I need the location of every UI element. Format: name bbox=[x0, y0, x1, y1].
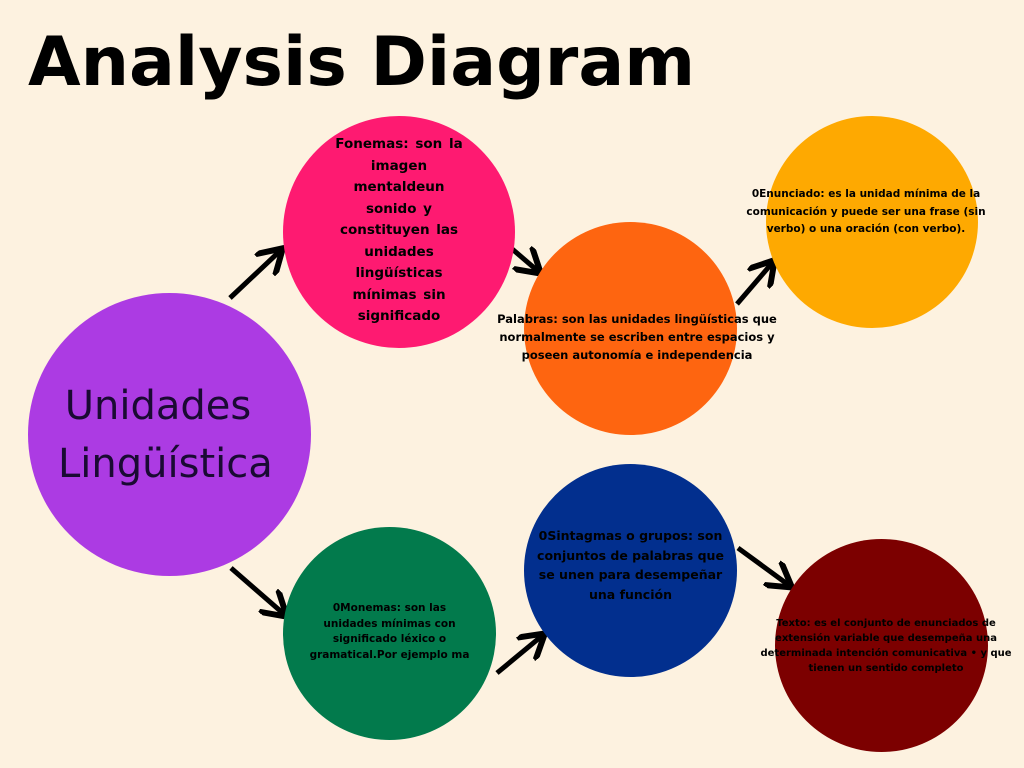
node-texto bbox=[775, 539, 988, 752]
node-label-main: Unidades Lingüística bbox=[58, 382, 273, 487]
arrow-sintagmas-to-texto bbox=[736, 545, 790, 586]
node-text-texto: Texto: es el conjunto de enunciados de e… bbox=[760, 618, 1012, 674]
node-monemas: 0Monemas: son las unidades mínimas con s… bbox=[283, 527, 496, 740]
arrow-main-to-fonemas bbox=[228, 250, 281, 300]
node-text-monemas: 0Monemas: son las unidades mínimas con s… bbox=[309, 602, 470, 661]
page-title: Analysis Diagram bbox=[28, 23, 696, 102]
arrow-main-to-monemas bbox=[229, 566, 285, 615]
node-text-enunciado: 0Enunciado: es la unidad mínima de la co… bbox=[746, 188, 986, 235]
arrow-monemas-to-sintagmas bbox=[495, 635, 543, 675]
node-enunciado bbox=[766, 116, 978, 328]
node-sintagmas: 0Sintagmas o grupos: son conjuntos de pa… bbox=[524, 464, 737, 677]
node-fonemas: Fonemas: son la imagen mentaldeun sonido… bbox=[283, 116, 515, 348]
node-text-fonemas: Fonemas: son la imagen mentaldeun sonido… bbox=[335, 136, 463, 324]
node-text-palabras: Palabras: son las unidades lingüísticas … bbox=[497, 312, 777, 362]
node-palabras bbox=[524, 222, 737, 435]
arrow-palabras-to-enunciado bbox=[735, 262, 773, 306]
node-text-sintagmas: 0Sintagmas o grupos: son conjuntos de pa… bbox=[537, 528, 724, 602]
node-unidades-linguistica: Unidades Lingüística bbox=[28, 293, 311, 576]
